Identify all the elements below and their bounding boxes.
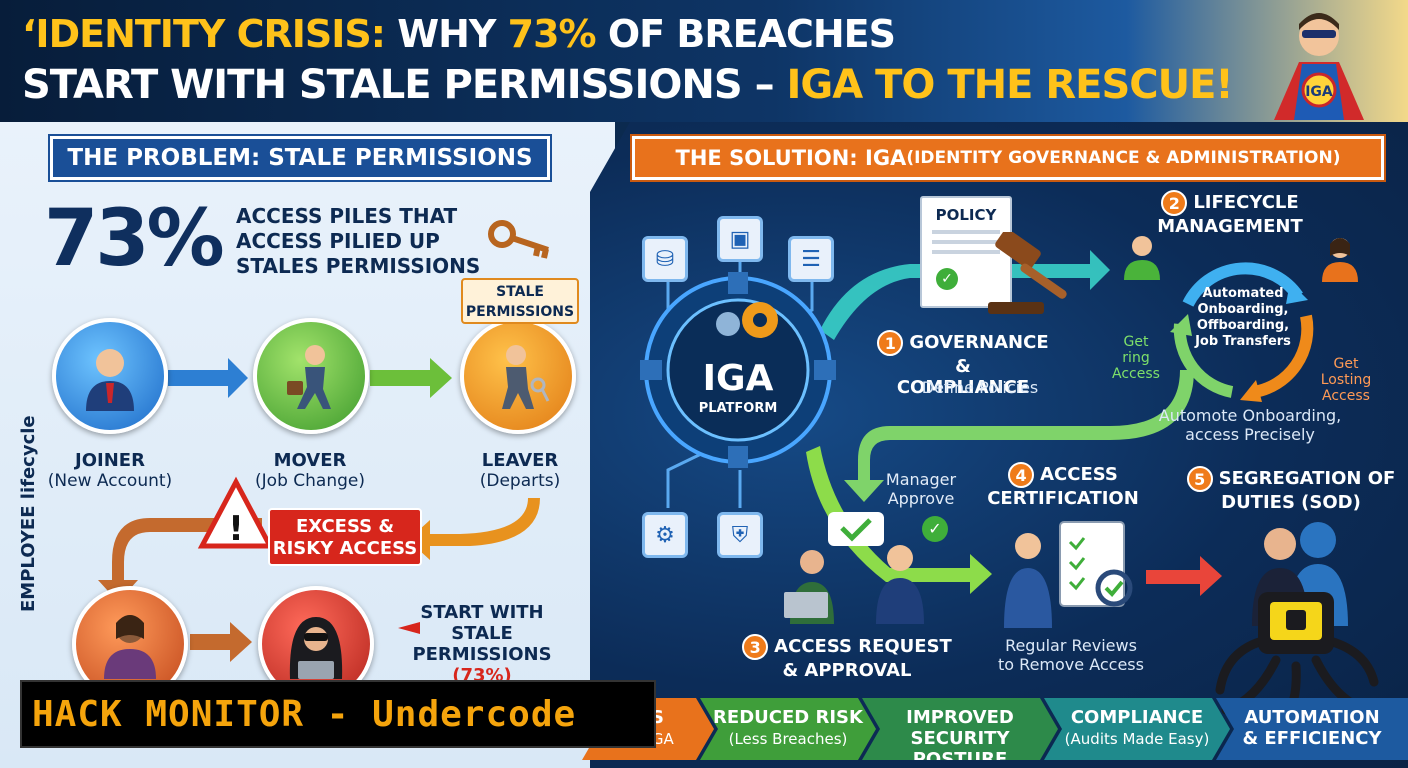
lifecycle-cycle-icon <box>1170 262 1314 402</box>
superhero-mascot-icon: IGA <box>1274 13 1364 120</box>
benefit-chevron-automation: AUTOMATION& EFFICIENCY <box>1216 698 1408 760</box>
benefit-chevron-reduced-risk: REDUCED RISK(Less Breaches) <box>700 698 876 760</box>
benefits-bar: ITSOF IGA REDUCED RISK(Less Breaches) IM… <box>582 698 1408 768</box>
mover-avatar <box>253 318 369 434</box>
stat-description: ACCESS PILES THAT ACCESS PILIED UP STALE… <box>236 204 481 278</box>
title-line-2: START WITH STALE PERMISSIONS – IGA TO TH… <box>22 62 1234 108</box>
svg-text:PLATFORM: PLATFORM <box>699 401 778 416</box>
step-2-sub: Automote Onboarding,access Precisely <box>1158 406 1342 444</box>
problem-ribbon: THE PROBLEM: STALE PERMISSIONS <box>50 136 550 180</box>
rusty-keys-icon <box>488 220 549 259</box>
gavel-icon <box>988 232 1067 314</box>
problem-panel: 73% ACCESS PILES THAT ACCESS PILIED UP S… <box>0 122 615 768</box>
solution-ribbon: THE SOLUTION: IGA (IDENTITY GOVERNANCE &… <box>632 136 1384 180</box>
stage-joiner: JOINER(New Account) <box>47 450 173 491</box>
hack-monitor-watermark: HACK MONITOR - Undercode <box>20 680 656 748</box>
approve-check-icon: ✓ <box>922 516 948 542</box>
excess-risky-access-banner: EXCESS &RISKY ACCESS <box>268 508 422 566</box>
departing-user-icon <box>1322 238 1358 282</box>
benefit-chevron-compliance: COMPLIANCE(Audits Made Easy) <box>1044 698 1230 760</box>
stage-leaver: LEAVER(Departs) <box>479 450 561 491</box>
iga-platform-gear-icon: IGA PLATFORM <box>640 272 836 468</box>
monitor-icon: ▣ <box>717 216 763 262</box>
access-request-people-icon <box>784 512 924 624</box>
policy-document: POLICY ✓ <box>920 196 1012 308</box>
stat-73-percent: 73% <box>44 194 225 284</box>
title-banner: ‘IDENTITY CRISIS: WHY 73% OF BREACHES ST… <box>0 0 1408 122</box>
svg-text:!: ! <box>228 509 244 549</box>
joiner-avatar <box>52 318 168 434</box>
shield-icon: ⛨ <box>717 512 763 558</box>
step-1-sub: Define Policies <box>921 378 1039 397</box>
title-line-1: ‘IDENTITY CRISIS: WHY 73% OF BREACHES <box>22 12 896 56</box>
leaver-avatar <box>460 318 576 434</box>
certification-clipboard-icon <box>1004 521 1133 628</box>
new-user-icon <box>1124 236 1160 280</box>
stage-mover: MOVER(Job Change) <box>255 450 365 491</box>
settings-icon: ⚙ <box>642 512 688 558</box>
svg-text:IGA: IGA <box>1305 84 1333 100</box>
database-icon: ⛁ <box>642 236 688 282</box>
svg-text:IGA: IGA <box>703 358 774 399</box>
server-icon: ☰ <box>788 236 834 282</box>
